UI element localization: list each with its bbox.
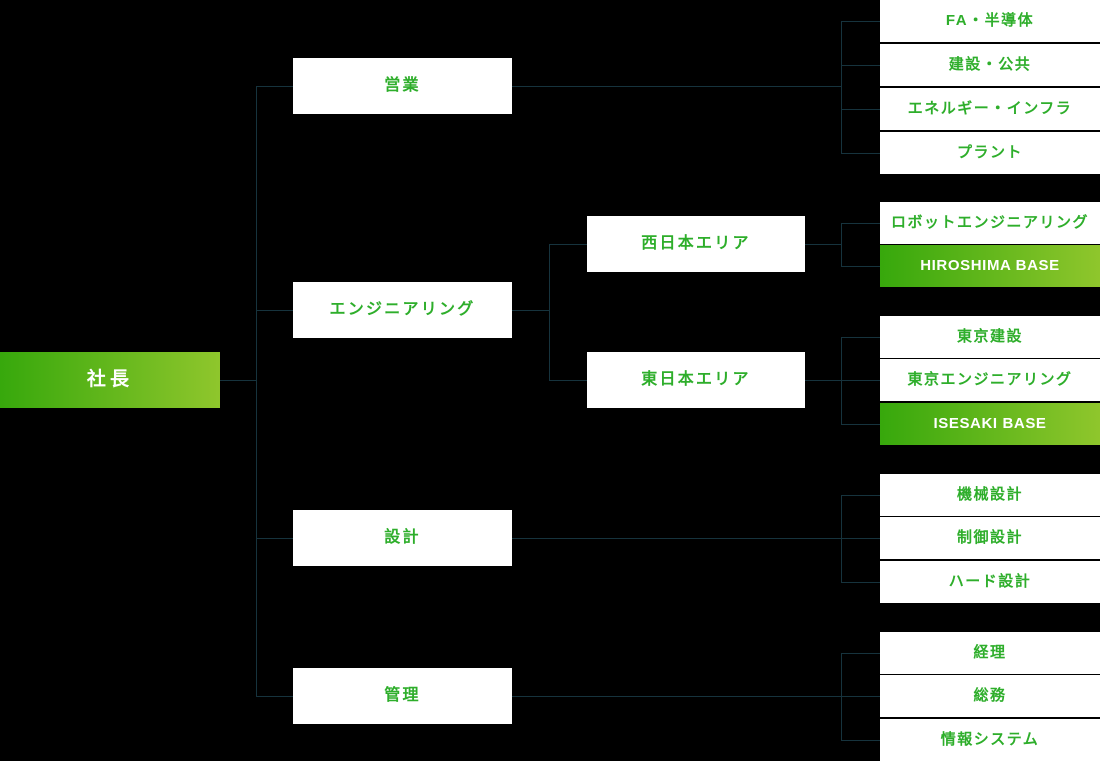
node-unit-control-design[interactable]: 制御設計: [880, 517, 1100, 559]
node-unit-hardware-design[interactable]: ハード設計: [880, 561, 1100, 603]
node-division-design[interactable]: 設計: [293, 510, 512, 566]
connector-design-to-bus: [512, 538, 842, 539]
node-area-west[interactable]: 西日本エリア: [587, 216, 805, 272]
connector-area-east: [549, 380, 588, 381]
node-unit-tokyo-engineering[interactable]: 東京エンジニアリング: [880, 359, 1100, 401]
connector-admin-bus: [841, 653, 842, 741]
connector-east-unit-1: [841, 337, 881, 338]
node-unit-robot-engineering[interactable]: ロボットエンジニアリング: [880, 202, 1100, 244]
node-unit-mechanical-design[interactable]: 機械設計: [880, 474, 1100, 516]
connector-trunk-to-design: [256, 538, 294, 539]
connector-trunk-to-engineering: [256, 310, 294, 311]
connector-east-unit-3: [841, 424, 881, 425]
node-president[interactable]: 社長: [0, 352, 220, 408]
connector-root-to-trunk: [220, 380, 256, 381]
connector-main-trunk: [256, 86, 257, 696]
node-unit-construction-public[interactable]: 建設・公共: [880, 44, 1100, 86]
connector-area-bus: [549, 244, 550, 381]
node-unit-information-systems[interactable]: 情報システム: [880, 719, 1100, 761]
connector-trunk-to-sales: [256, 86, 294, 87]
connector-west-unit-2: [841, 266, 881, 267]
connector-admin-to-bus: [512, 696, 842, 697]
connector-sales-unit-2: [841, 65, 881, 66]
node-division-sales[interactable]: 営業: [293, 58, 512, 114]
connector-west-unit-1: [841, 223, 881, 224]
node-unit-energy-infra[interactable]: エネルギー・インフラ: [880, 88, 1100, 130]
node-division-admin[interactable]: 管理: [293, 668, 512, 724]
node-division-engineering[interactable]: エンジニアリング: [293, 282, 512, 338]
node-unit-isesaki-base[interactable]: ISESAKI BASE: [880, 403, 1100, 445]
connector-design-unit-2: [841, 538, 881, 539]
connector-area-west: [549, 244, 588, 245]
node-area-east[interactable]: 東日本エリア: [587, 352, 805, 408]
connector-west-bus: [841, 223, 842, 267]
connector-east-unit-2: [841, 380, 881, 381]
connector-admin-unit-2: [841, 696, 881, 697]
node-unit-plant[interactable]: プラント: [880, 132, 1100, 174]
node-unit-hiroshima-base[interactable]: HIROSHIMA BASE: [880, 245, 1100, 287]
connector-west-to-bus: [805, 244, 842, 245]
connector-sales-unit-1: [841, 21, 881, 22]
node-unit-fa-semiconductor[interactable]: FA・半導体: [880, 0, 1100, 42]
node-unit-accounting[interactable]: 経理: [880, 632, 1100, 674]
connector-sales-unit-4: [841, 153, 881, 154]
node-unit-tokyo-construction[interactable]: 東京建設: [880, 316, 1100, 358]
connector-trunk-to-admin: [256, 696, 294, 697]
connector-design-unit-3: [841, 582, 881, 583]
connector-sales-bus: [841, 21, 842, 153]
connector-design-bus: [841, 495, 842, 583]
connector-east-to-bus: [805, 380, 842, 381]
connector-engineering-to-areabus: [512, 310, 550, 311]
connector-design-unit-1: [841, 495, 881, 496]
connector-sales-to-bus: [512, 86, 842, 87]
connector-admin-unit-1: [841, 653, 881, 654]
node-unit-general-affairs[interactable]: 総務: [880, 675, 1100, 717]
connector-sales-unit-3: [841, 109, 881, 110]
connector-admin-unit-3: [841, 740, 881, 741]
